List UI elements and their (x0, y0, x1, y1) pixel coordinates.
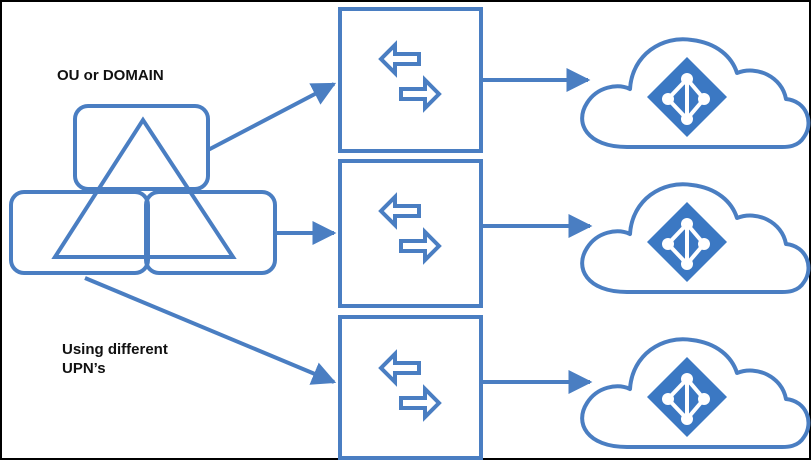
ou-box-top (73, 104, 210, 191)
ou-box-right (144, 190, 277, 275)
bidirectional-sync-arrows-icon (379, 352, 441, 419)
arrow-forest-to-sync-bottom (84, 276, 337, 385)
ou-box-left (9, 190, 150, 275)
azure-ad-cloud-icon (580, 182, 811, 294)
bidirectional-sync-arrows-icon (379, 43, 441, 110)
azure-ad-cloud-icon (580, 337, 811, 449)
label-line-1: Using different (62, 341, 168, 358)
sync-server-top (338, 7, 483, 153)
bidirectional-sync-arrows-icon (379, 195, 441, 262)
ad-forest-triangle-icon (9, 104, 277, 275)
label-different-upns: Using different UPN’s (62, 340, 222, 378)
azure-ad-cloud-icon (580, 37, 811, 150)
sync-server-bottom (338, 315, 483, 460)
domain-triangle (51, 116, 237, 259)
arrow-forest-to-sync-top (207, 82, 337, 152)
sync-server-middle (338, 159, 483, 308)
label-ou-or-domain: OU or DOMAIN (57, 67, 164, 84)
label-line-2: UPN’s (62, 360, 106, 377)
